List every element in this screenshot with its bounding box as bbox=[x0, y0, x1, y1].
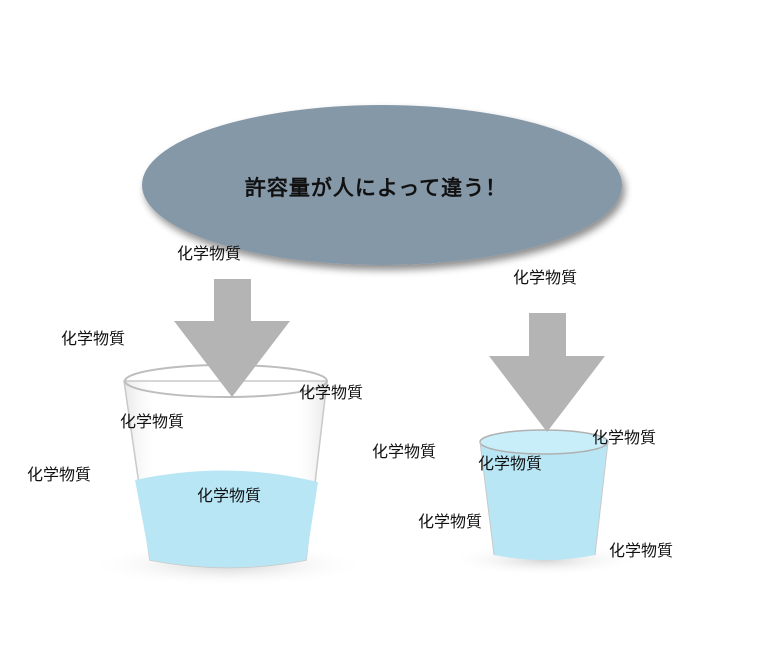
chemical-label: 化学物質 bbox=[372, 442, 437, 461]
chemical-label: 化学物質 bbox=[61, 329, 126, 348]
chemical-label: 化学物質 bbox=[299, 383, 364, 402]
chemical-label: 化学物質 bbox=[177, 244, 242, 263]
small-down-arrow bbox=[489, 313, 605, 432]
title-bubble bbox=[142, 105, 622, 265]
chemical-label: 化学物質 bbox=[120, 412, 185, 431]
chemical-label: 化学物質 bbox=[513, 268, 578, 287]
chemical-label: 化学物質 bbox=[197, 486, 262, 505]
chemical-label: 化学物質 bbox=[609, 541, 674, 560]
chemical-label: 化学物質 bbox=[418, 512, 483, 531]
large-down-arrow bbox=[174, 279, 290, 397]
small-glass bbox=[479, 429, 609, 560]
large-glass bbox=[123, 364, 328, 569]
chemical-label: 化学物質 bbox=[592, 428, 657, 447]
small-glass-water bbox=[480, 442, 608, 560]
large-glass-water bbox=[135, 470, 318, 568]
chemical-label: 化学物質 bbox=[478, 454, 543, 473]
chemical-label: 化学物質 bbox=[27, 465, 92, 484]
title-text: 許容量が人によって違う！ bbox=[244, 176, 508, 200]
